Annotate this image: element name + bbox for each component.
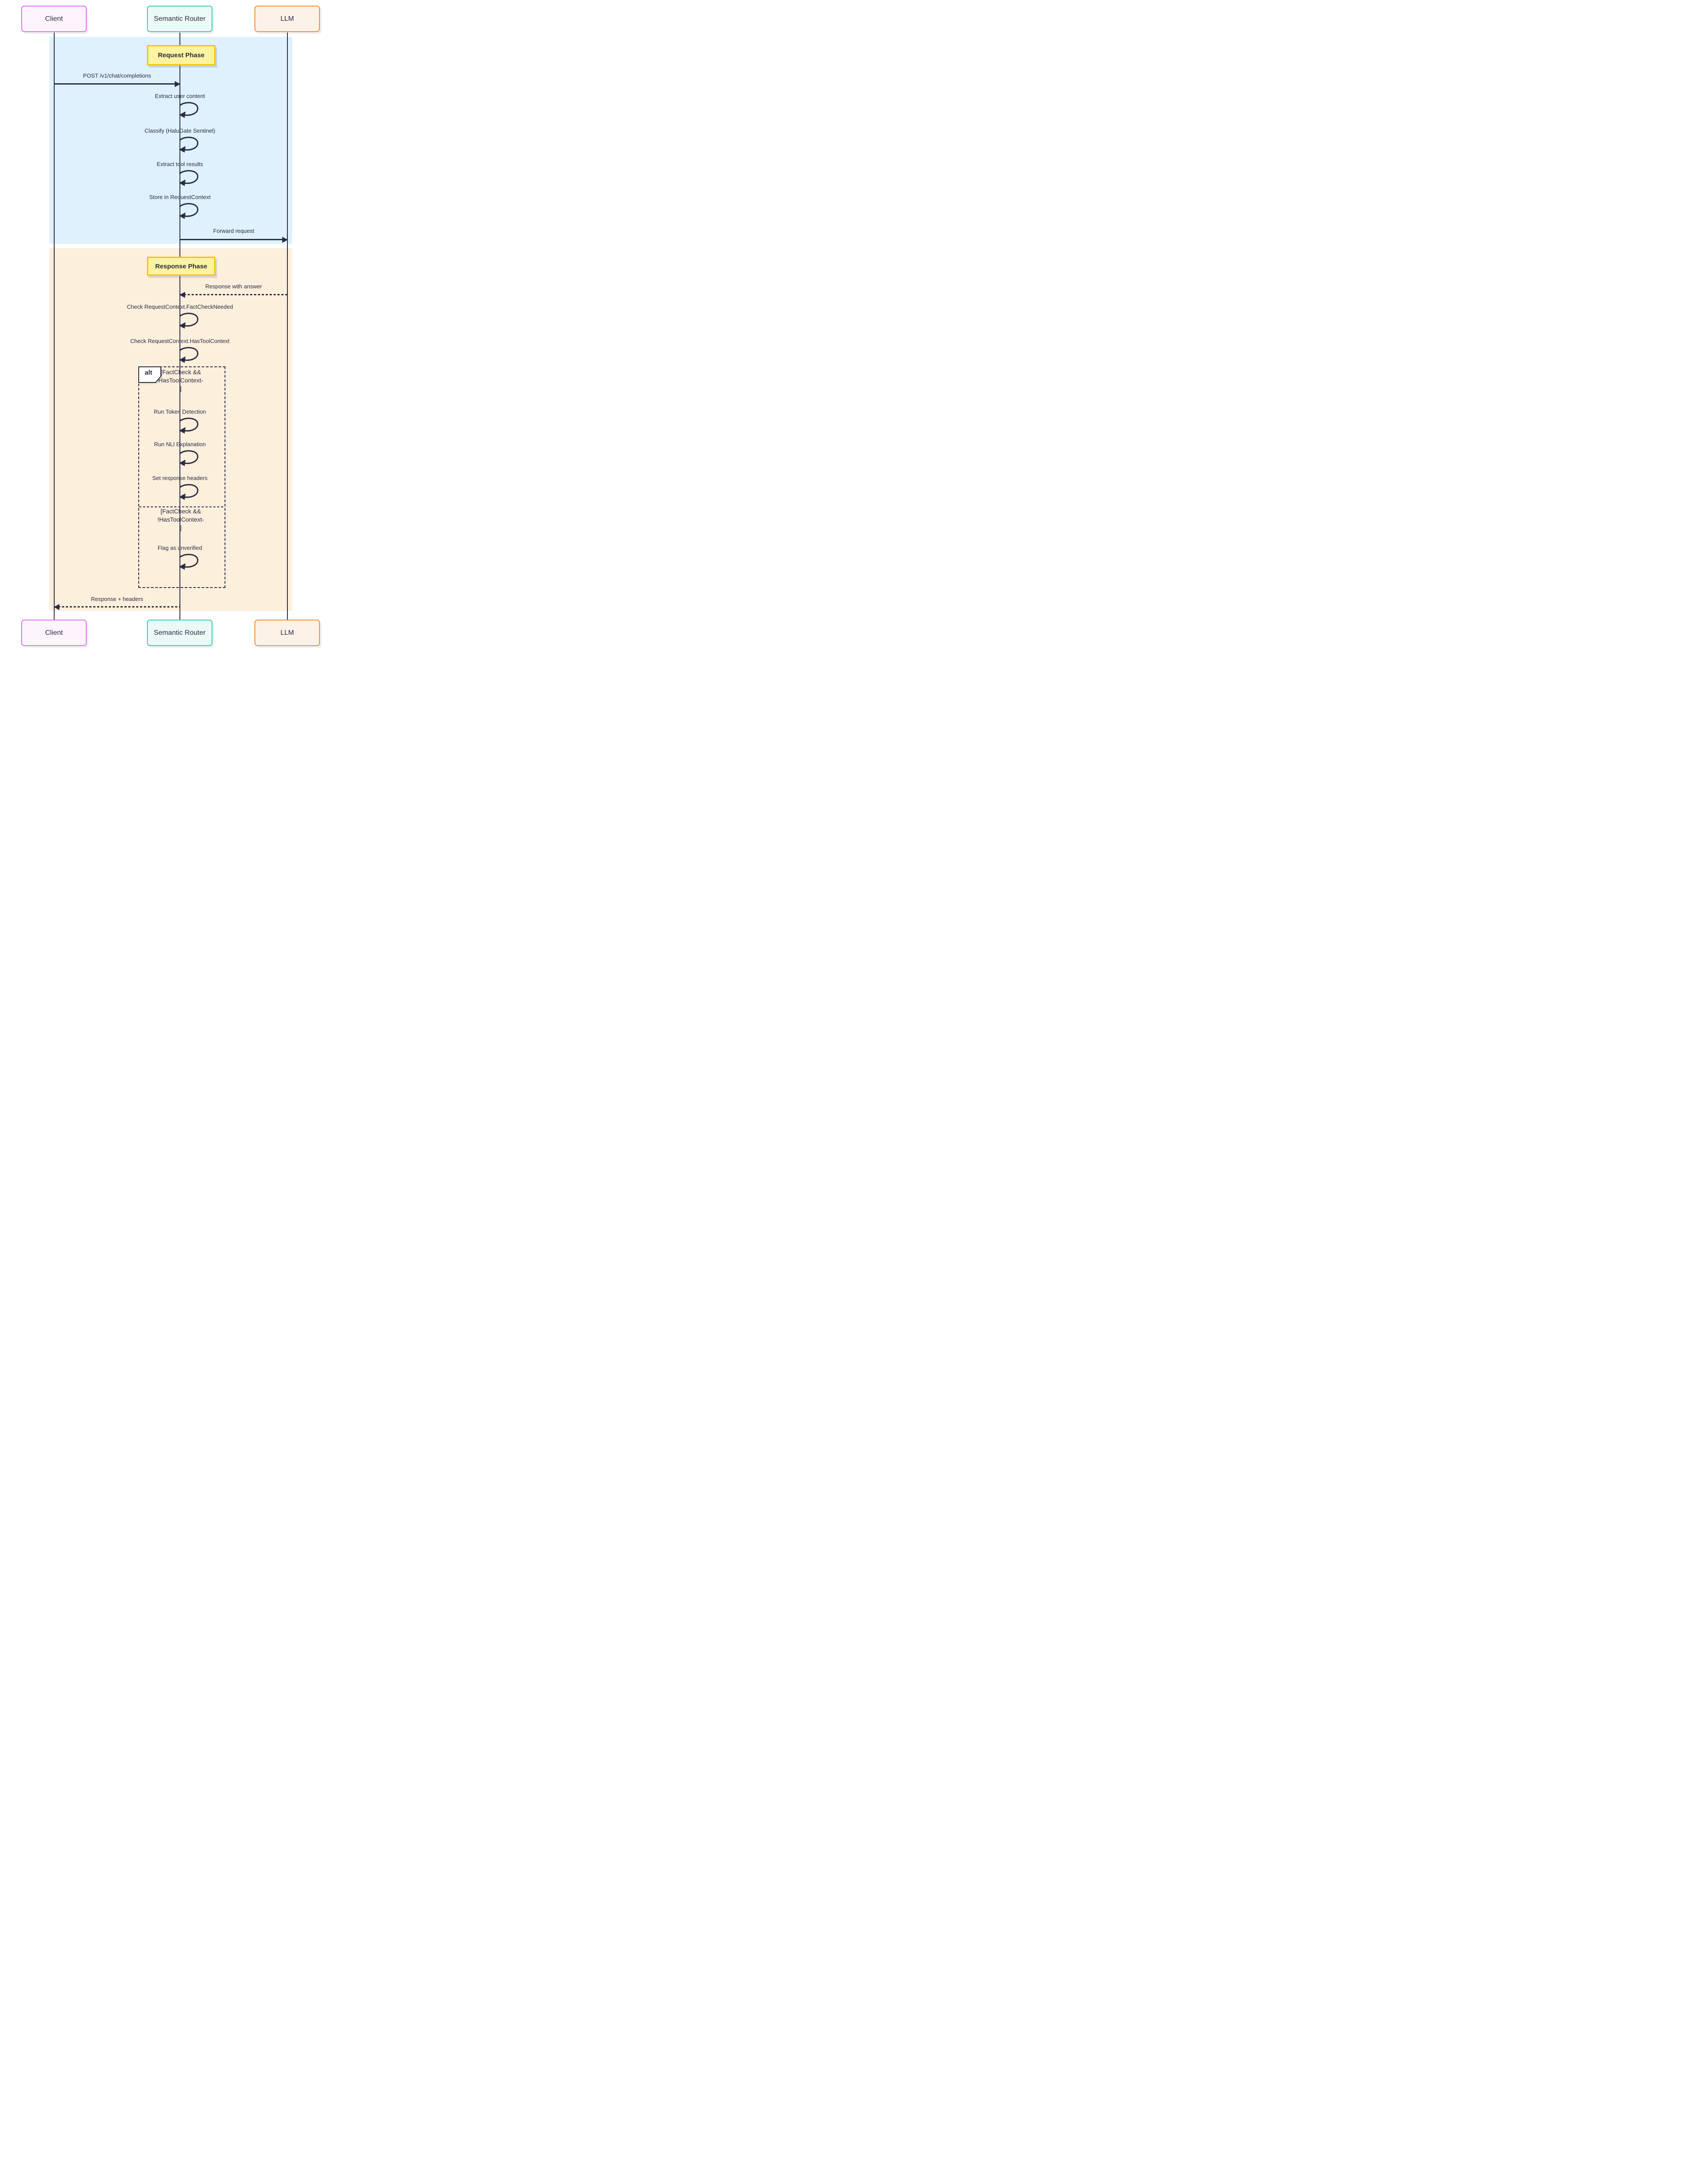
- self-loop-arrow: [179, 450, 199, 466]
- alt-condition-line: ]: [180, 385, 182, 392]
- participant-box-router-top: Semantic Router: [147, 6, 212, 32]
- self-call-label-run_token: Run Token Detection: [153, 408, 206, 415]
- self-loop-check_tool: [179, 346, 200, 366]
- self-call-label-store_ctx: Store in RequestContext: [149, 194, 211, 200]
- message-line-post: [54, 81, 180, 87]
- self-loop-set_headers: [179, 483, 200, 503]
- lifeline-client: [54, 33, 55, 620]
- message-line-resp_answer: [179, 291, 287, 298]
- participant-box-client-top: Client: [21, 6, 87, 32]
- self-call-label-flag_unverified: Flag as unverified: [157, 545, 202, 551]
- self-loop-arrow: [179, 102, 199, 118]
- participant-box-client-bottom: Client: [21, 620, 87, 646]
- self-call-label-extract_user: Extract user content: [155, 93, 205, 99]
- self-call-label-check_fact: Check RequestContext.FactCheckNeeded: [127, 304, 233, 310]
- message-line-resp_headers: [54, 604, 180, 610]
- alt-keyword: alt: [144, 369, 153, 376]
- alt-condition-line: !HasToolContext-: [157, 516, 204, 523]
- message-label-resp_answer: Response with answer: [205, 283, 262, 290]
- arrowhead: [179, 291, 185, 298]
- self-loop-classify: [179, 136, 200, 156]
- self-loop-flag_unverified: [179, 553, 200, 573]
- self-loop-extract_tool: [179, 170, 200, 189]
- alt-condition-line: [FactCheck &&: [160, 369, 201, 375]
- alt-label-shape: [138, 366, 161, 383]
- alt-condition-line: [FactCheck &&: [160, 508, 201, 515]
- self-loop-store_ctx: [179, 202, 200, 222]
- self-loop-run_nli: [179, 450, 200, 469]
- sequence-diagram: alt [FactCheck && HasToolContext- ] [Fac…: [0, 0, 342, 666]
- message-label-forward: Forward request: [213, 228, 254, 234]
- self-loop-arrow: [179, 137, 199, 153]
- message-label-post: POST /v1/chat/completions: [83, 72, 151, 79]
- arrowhead: [282, 236, 288, 243]
- self-loop-check_fact: [179, 312, 200, 332]
- response-phase-band: [49, 248, 292, 611]
- request-phase-label: Request Phase: [158, 52, 205, 59]
- message-line-forward: [180, 236, 288, 243]
- self-loop-arrow: [179, 347, 199, 363]
- participant-box-llm-bottom: LLM: [254, 620, 320, 646]
- self-call-label-run_nli: Run NLI Explanation: [154, 441, 206, 447]
- message-label-resp_headers: Response + headers: [91, 596, 143, 602]
- self-loop-arrow: [179, 484, 199, 500]
- self-loop-arrow: [179, 313, 199, 329]
- self-loop-arrow: [179, 418, 199, 434]
- self-loop-arrow: [179, 170, 199, 186]
- participant-box-llm-top: LLM: [254, 6, 320, 32]
- request-phase-note: Request Phase: [147, 45, 215, 65]
- self-call-label-set_headers: Set response headers: [152, 475, 208, 481]
- self-call-label-extract_tool: Extract tool results: [156, 161, 203, 167]
- alt-frame: alt: [138, 366, 225, 588]
- response-phase-note: Response Phase: [147, 257, 215, 276]
- arrowhead: [175, 81, 180, 87]
- request-phase-band: [49, 37, 292, 244]
- self-call-label-check_tool: Check RequestContext.HasToolContext: [130, 338, 230, 344]
- participant-box-router-bottom: Semantic Router: [147, 620, 212, 646]
- alt-condition-line: HasToolContext-: [158, 377, 203, 384]
- arrowhead: [54, 604, 59, 610]
- self-loop-run_token: [179, 417, 200, 437]
- self-loop-arrow: [179, 203, 199, 219]
- alt-label: alt: [138, 366, 162, 383]
- lifeline-llm: [287, 33, 288, 620]
- alt-condition-line: ]: [180, 524, 182, 531]
- response-phase-label: Response Phase: [155, 262, 208, 270]
- alt-else-divider: [139, 506, 225, 507]
- self-call-label-classify: Classify (HaluGate Sentinel): [144, 127, 215, 134]
- self-loop-arrow: [179, 554, 199, 570]
- self-loop-extract_user: [179, 101, 200, 121]
